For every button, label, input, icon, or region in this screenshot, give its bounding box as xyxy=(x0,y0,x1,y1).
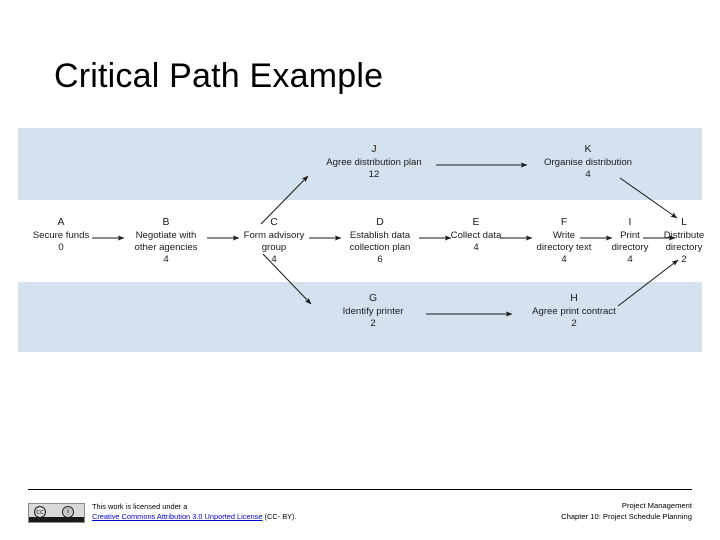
node-b-id: B xyxy=(162,217,170,228)
node-e-label: Collect data xyxy=(450,230,502,241)
node-f-duration: 4 xyxy=(561,254,567,266)
license-line-2: Creative Commons Attribution 3.0 Unporte… xyxy=(92,512,297,522)
node-d-duration: 6 xyxy=(377,254,383,266)
node-k-duration: 4 xyxy=(585,169,591,181)
node-h-duration: 2 xyxy=(571,318,577,330)
creative-commons-badge: cc ⓟ xyxy=(28,503,85,523)
node-g: G Identify printer 2 xyxy=(318,292,428,330)
node-f-label-1: Write xyxy=(552,230,576,241)
license-link[interactable]: Creative Commons Attribution 3.0 Unporte… xyxy=(92,512,263,522)
node-c-id: C xyxy=(270,217,278,228)
node-a: A Secure funds 0 xyxy=(26,216,96,254)
page-title: Critical Path Example xyxy=(54,57,384,95)
node-h: H Agree print contract 2 xyxy=(510,292,638,330)
footer-course-title: Project Management xyxy=(621,501,692,510)
node-b: B Negotiate with other agencies 4 xyxy=(118,216,214,267)
node-i-id: I xyxy=(628,217,632,228)
node-e-id: E xyxy=(472,217,480,228)
node-j: J Agree distribution plan 12 xyxy=(310,143,438,181)
node-c: C Form advisory group 4 xyxy=(228,216,320,267)
node-j-label: Agree distribution plan xyxy=(326,157,422,168)
node-j-duration: 12 xyxy=(368,169,380,181)
node-d-id: D xyxy=(376,217,384,228)
node-k-id: K xyxy=(584,144,592,155)
node-g-id: G xyxy=(368,293,378,304)
cc-badge-bar xyxy=(29,517,84,522)
node-d-label-1: Establish data xyxy=(349,230,411,241)
node-h-id: H xyxy=(570,293,578,304)
node-c-label-1: Form advisory xyxy=(243,230,305,241)
node-l-label-1: Distribute xyxy=(663,230,705,241)
diagram-band-bottom xyxy=(18,282,702,352)
node-g-duration: 2 xyxy=(370,318,376,330)
node-l-duration: 2 xyxy=(681,254,687,266)
node-e: E Collect data 4 xyxy=(440,216,512,254)
node-i-label-2: directory xyxy=(611,242,649,254)
edge-k-l xyxy=(619,177,678,219)
critical-path-diagram: A Secure funds 0 B Negotiate with other … xyxy=(18,128,704,352)
node-b-duration: 4 xyxy=(163,254,169,266)
footer-course-info: Project Management Chapter 10: Project S… xyxy=(561,500,692,522)
license-suffix: (CC- BY). xyxy=(262,512,297,522)
node-a-duration: 0 xyxy=(58,242,64,254)
node-b-label-1: Negotiate with xyxy=(135,230,197,241)
node-i-duration: 4 xyxy=(627,254,633,266)
node-i: I Print directory 4 xyxy=(604,216,656,267)
diagram-edges xyxy=(92,162,679,317)
footer-chapter-title: Chapter 10: Project Schedule Planning xyxy=(561,512,692,521)
node-a-label: Secure funds xyxy=(32,230,90,241)
node-e-duration: 4 xyxy=(473,242,479,254)
edge-h-l xyxy=(617,259,679,307)
node-k: K Organise distribution 4 xyxy=(526,143,650,181)
node-h-label: Agree print contract xyxy=(532,306,616,317)
edge-c-g xyxy=(262,253,312,305)
diagram-band-top xyxy=(18,128,702,200)
node-l-label-2: directory xyxy=(665,242,703,254)
node-c-label-2: group xyxy=(261,242,287,254)
edge-c-j xyxy=(260,175,309,225)
node-f-label-2: directory text xyxy=(536,242,592,254)
node-b-label-2: other agencies xyxy=(134,242,198,254)
license-notice: This work is licensed under a Creative C… xyxy=(92,502,297,523)
footer-divider xyxy=(28,489,692,490)
node-d: D Establish data collection plan 6 xyxy=(334,216,426,267)
node-f-id: F xyxy=(560,217,568,228)
diagram-band-middle xyxy=(18,200,702,282)
node-g-label: Identify printer xyxy=(342,306,404,317)
node-i-label-1: Print xyxy=(620,230,640,241)
node-d-label-2: collection plan xyxy=(349,242,411,254)
node-f: F Write directory text 4 xyxy=(522,216,606,267)
node-k-label: Organise distribution xyxy=(544,157,632,168)
node-l: L Distribute directory 2 xyxy=(654,216,714,267)
node-j-id: J xyxy=(371,144,377,155)
node-l-id: L xyxy=(681,217,687,228)
license-line-1: This work is licensed under a xyxy=(92,502,188,511)
node-c-duration: 4 xyxy=(271,254,277,266)
node-a-id: A xyxy=(57,217,65,228)
